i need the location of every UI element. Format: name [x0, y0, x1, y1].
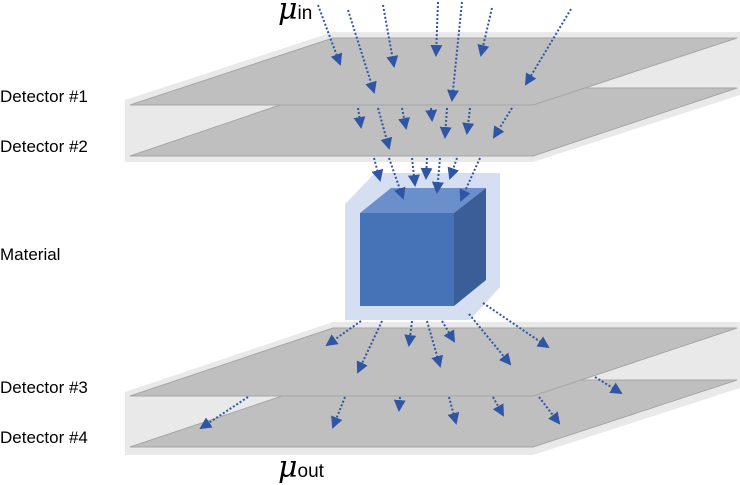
- track-arrow: [404, 320, 417, 347]
- track-arrow: [388, 157, 406, 200]
- track-arrow: [420, 157, 433, 180]
- material-cube: [345, 173, 500, 320]
- track-arrow: [199, 396, 249, 430]
- track-arrow: [439, 107, 452, 139]
- detector-1-plate: [129, 37, 738, 106]
- track-arrow: [356, 320, 383, 374]
- track-arrow: [492, 396, 504, 417]
- track-arrow: [317, 4, 343, 66]
- track-arrow: [524, 8, 572, 86]
- track-arrow: [492, 107, 513, 139]
- track-arrow: [468, 313, 512, 366]
- mu-out-label: μout: [278, 450, 324, 485]
- cube-top: [360, 188, 486, 213]
- track-arrow: [462, 107, 475, 135]
- particle-tracks: [199, 1, 623, 430]
- track-arrow: [447, 157, 459, 180]
- detector-2-label: Detector #2: [0, 137, 88, 156]
- track-arrow: [407, 157, 420, 187]
- track-arrow: [331, 396, 346, 429]
- track-arrow: [377, 107, 393, 150]
- material-label: Material: [0, 245, 61, 264]
- detector-4-label: Detector #4: [0, 428, 88, 447]
- mu-in-label: μin: [278, 0, 313, 27]
- cube-front: [360, 213, 454, 306]
- track-arrow: [477, 7, 493, 57]
- detector-4-plate: [129, 379, 738, 448]
- detector-3-label: Detector #3: [0, 378, 88, 397]
- track-arrow: [430, 1, 443, 57]
- track-arrow: [325, 320, 362, 347]
- top-detector-stack: [125, 32, 740, 162]
- track-arrow: [482, 302, 550, 349]
- cube-side: [454, 188, 486, 306]
- track-arrow: [447, 396, 460, 425]
- track-arrow: [353, 107, 366, 129]
- track-arrow: [431, 157, 444, 194]
- detector-1-label: Detector #1: [0, 87, 88, 106]
- track-arrow: [447, 1, 463, 102]
- track-arrow: [538, 396, 561, 425]
- track-arrow: [594, 376, 623, 395]
- track-arrow: [398, 107, 410, 130]
